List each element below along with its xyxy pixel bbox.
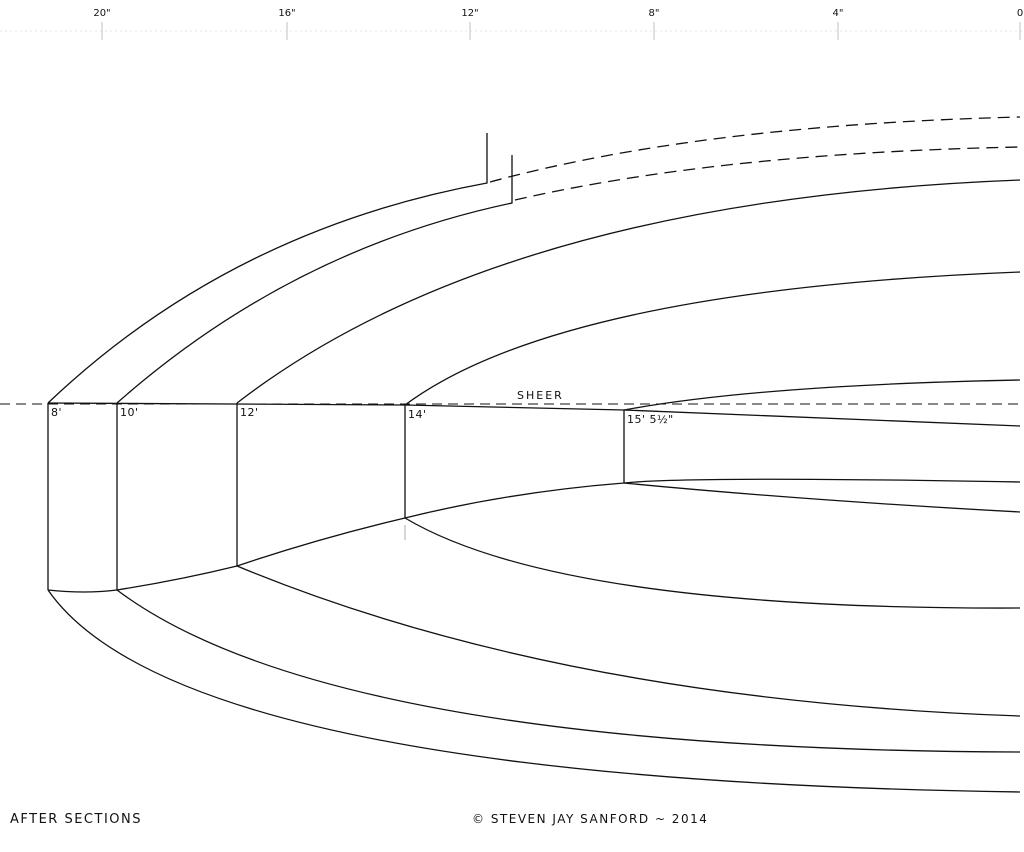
- upper-curve-5: [623, 379, 1021, 411]
- upper-curve-4: [404, 271, 1021, 406]
- lower-curve-2: [116, 589, 1021, 753]
- section-label-10: 10': [120, 406, 139, 419]
- sheer-label: SHEER: [517, 389, 564, 402]
- scale-label-4: 4": [832, 8, 844, 19]
- section-label-12: 12': [240, 406, 259, 419]
- scale-label-16: 16": [278, 8, 296, 19]
- drawing-title: AFTER SECTIONS: [10, 812, 142, 827]
- upper-dashed-1: [489, 116, 1021, 183]
- lower-curve-6: [623, 478, 1021, 484]
- upper-curve-2: [116, 155, 513, 404]
- section-label-14: 14': [408, 408, 427, 421]
- sheer-line: [47, 402, 1021, 427]
- lower-curve-1: [47, 589, 1021, 793]
- scale-label-8: 8": [648, 8, 660, 19]
- scale-label-20: 20": [93, 8, 111, 19]
- section-label-15: 15' 5½": [627, 413, 674, 426]
- upper-dashed-2: [514, 146, 1021, 201]
- scale-ticks: [0, 22, 1024, 40]
- scale-label-0: 0: [1016, 8, 1024, 19]
- section-bottom: [47, 482, 625, 593]
- lower-curve-4: [404, 517, 1021, 609]
- section-label-8: 8': [51, 406, 63, 419]
- copyright: © STEVEN JAY SANFORD ~ 2014: [472, 812, 709, 826]
- lower-curve-3: [236, 565, 1021, 717]
- upper-curve-3: [236, 179, 1021, 404]
- scale-label-12: 12": [461, 8, 479, 19]
- upper-curve-1: [47, 133, 488, 404]
- lower-curve-5: [623, 482, 1021, 513]
